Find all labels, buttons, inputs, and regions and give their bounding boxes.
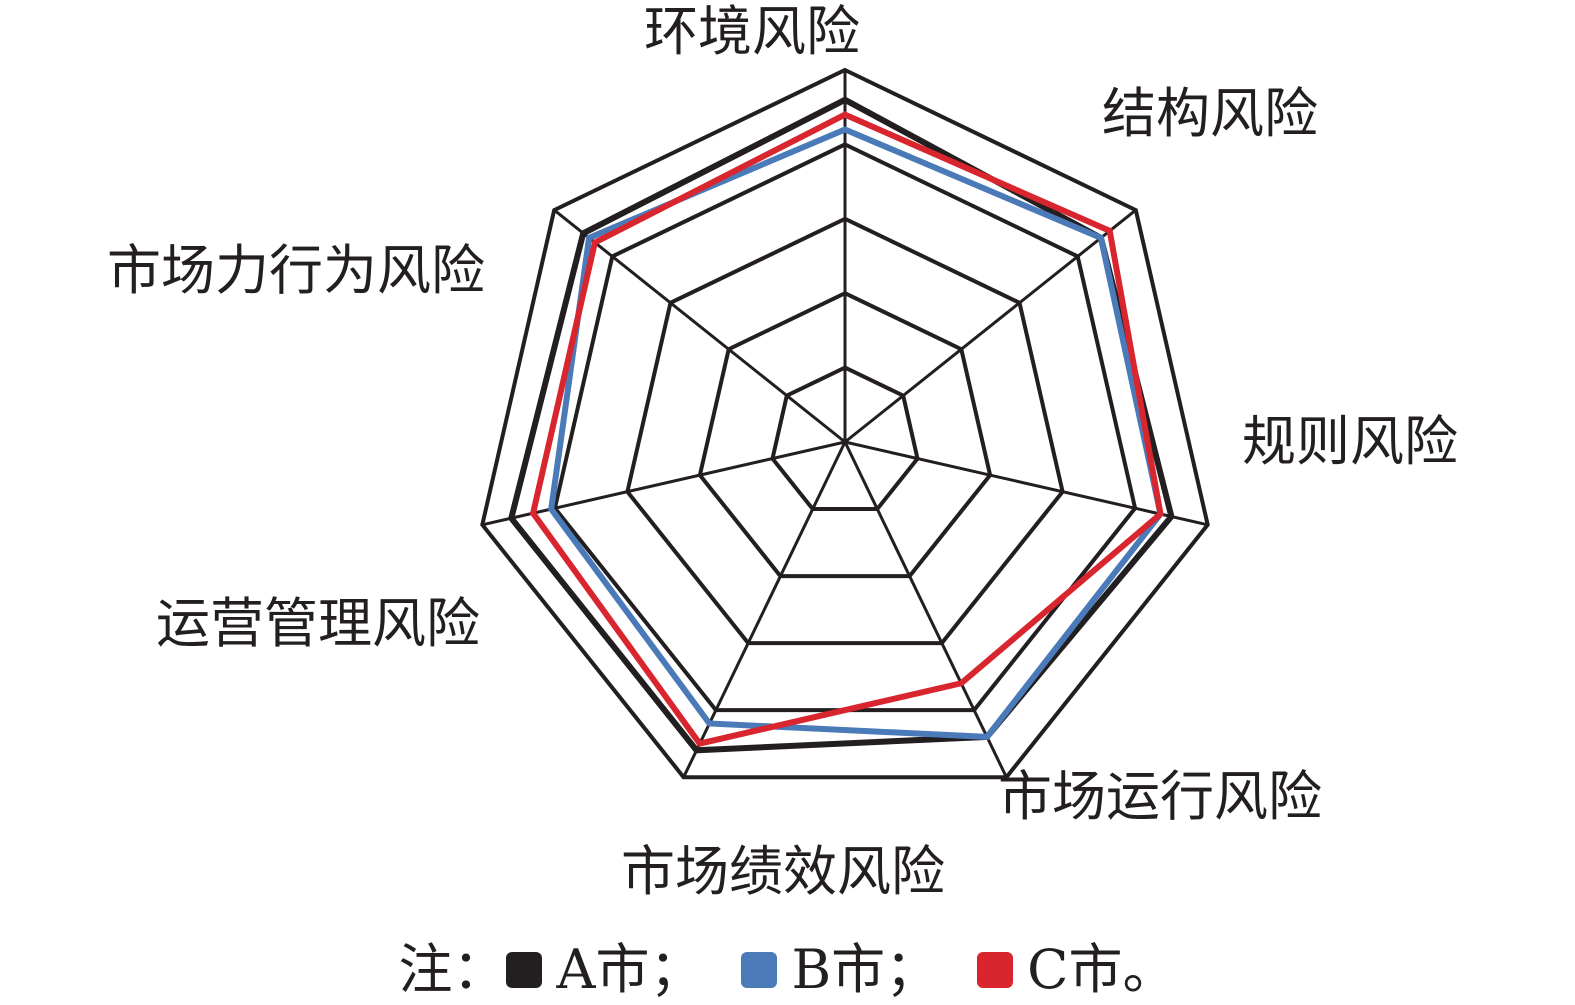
axis-label-1: 环境风险 [644, 0, 860, 63]
legend-swatch-c [977, 952, 1014, 988]
legend-item-b: B市 ； [741, 943, 977, 997]
legend-item-c: C市 。 [977, 938, 1177, 1001]
grid-ring-3 [625, 216, 1065, 646]
axis-spoke-6 [481, 440, 846, 527]
axis-spoke-2 [844, 208, 1137, 444]
axis-spoke-3 [844, 440, 1209, 527]
axis-label-2: 结构风险 [1102, 82, 1318, 145]
legend-separator: ； [885, 938, 940, 1001]
axis-spoke-4 [843, 441, 1008, 778]
legend-label-b: B市 [791, 938, 886, 1001]
legend-label-a: A市 [556, 938, 650, 1001]
axis-label-7: 市场力行为风险 [107, 239, 485, 302]
grid-ring-1 [770, 365, 920, 511]
legend-prefix: 注： [398, 938, 507, 1001]
axis-label-3: 规则风险 [1242, 410, 1458, 473]
legend-swatch-a [506, 952, 543, 988]
legend-swatch-b [741, 952, 778, 988]
legend-label-c: C市 [1027, 938, 1123, 1001]
axis-label-6: 运营管理风险 [156, 592, 480, 655]
series-line-c [529, 111, 1164, 747]
radar-series-group [508, 96, 1175, 754]
axis-spoke-7 [553, 208, 846, 444]
axis-label-4: 市场运行风险 [998, 765, 1322, 828]
legend: 注： A市 ； B市 ； C市 。 [0, 935, 1575, 1005]
legend-separator: ； [649, 938, 704, 1001]
axis-label-5: 市场绩效风险 [621, 840, 945, 903]
radar-grid [480, 67, 1210, 780]
grid-ring-5 [480, 67, 1210, 780]
grid-ring-2 [697, 290, 993, 579]
series-line-a [508, 96, 1175, 754]
legend-item-a: A市 ； [506, 943, 741, 997]
legend-terminator: 。 [1122, 938, 1177, 1001]
